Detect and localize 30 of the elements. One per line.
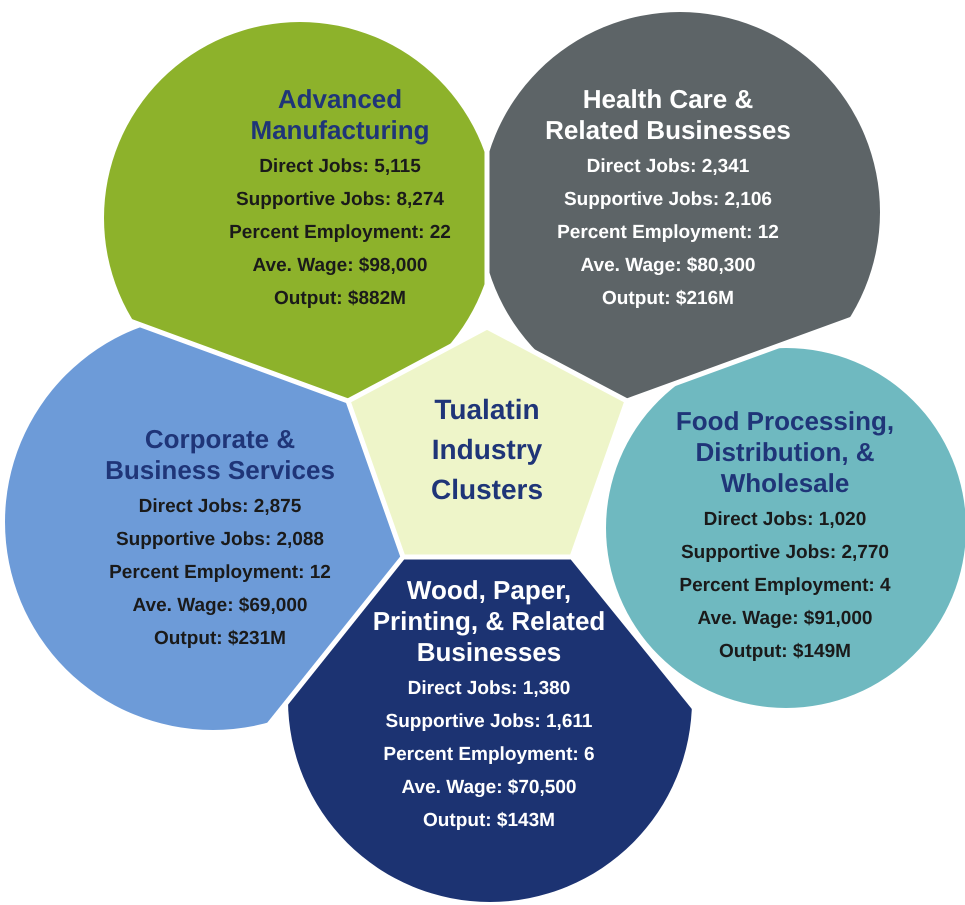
cluster-statistic: Output: $143M [422, 809, 556, 833]
cluster-statistic: Supportive Jobs: 2,770 [680, 541, 890, 565]
cluster-statistic: Percent Employment: 4 [678, 574, 892, 598]
cluster-title: Wood, Paper, Printing, & Related Businesses [372, 575, 606, 668]
cluster-statistic: Direct Jobs: 5,115 [258, 155, 422, 179]
cluster-statistic: Percent Employment: 6 [382, 743, 596, 767]
cluster-statistic: Supportive Jobs: 1,611 [384, 710, 594, 734]
cluster-statistic: Direct Jobs: 2,341 [586, 155, 750, 179]
cluster-statistic: Supportive Jobs: 2,106 [562, 188, 773, 212]
cluster-title: Health Care & Related Businesses [544, 84, 792, 146]
cluster-statistic: Ave. Wage: $69,000 [132, 594, 308, 618]
cluster-statistic: Direct Jobs: 2,875 [138, 495, 302, 519]
cluster-statistic: Direct Jobs: 1,020 [702, 508, 868, 532]
cluster-statistic: Percent Employment: 22 [228, 221, 452, 245]
cluster-statistic: Percent Employment: 12 [556, 221, 780, 245]
cluster-statistic: Supportive Jobs: 8,274 [234, 188, 445, 212]
cluster-statistic: Percent Employment: 12 [108, 561, 332, 585]
cluster-title: Advanced Manufacturing [249, 84, 431, 146]
cluster-statistic: Ave. Wage: $80,300 [580, 254, 756, 278]
cluster-statistic: Direct Jobs: 1,380 [406, 677, 572, 701]
cluster-title: Corporate & Business Services [104, 424, 336, 486]
cluster-statistic: Ave. Wage: $98,000 [252, 254, 428, 278]
cluster-statistic: Ave. Wage: $91,000 [696, 607, 874, 631]
cluster-statistic: Output: $882M [273, 287, 407, 311]
cluster-statistic: Output: $149M [718, 640, 852, 664]
cluster-title: Food Processing, Distribution, & Wholesale [674, 406, 896, 499]
cluster-statistic: Ave. Wage: $70,500 [400, 776, 578, 800]
center-title: Tualatin Industry Clusters [430, 393, 544, 507]
cluster-statistic: Supportive Jobs: 2,088 [114, 528, 325, 552]
cluster-statistic: Output: $216M [601, 287, 735, 311]
